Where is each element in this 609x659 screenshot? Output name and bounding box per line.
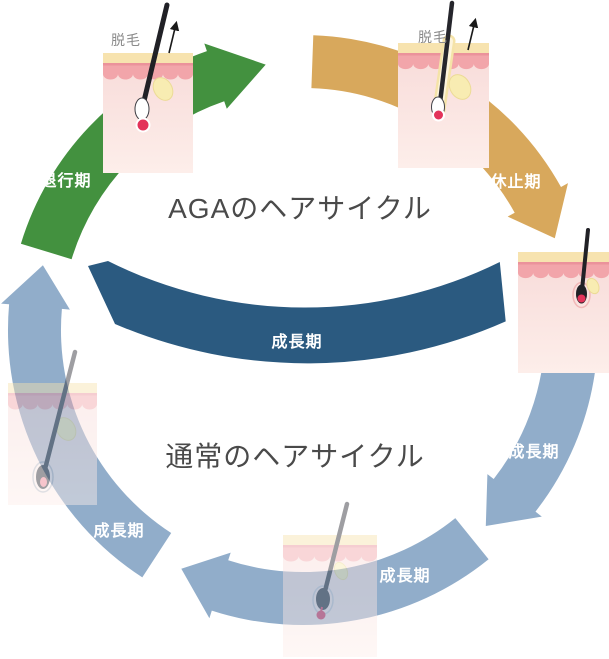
dermal-papilla xyxy=(432,108,445,122)
hair-shaft xyxy=(41,349,78,476)
hair-shaft xyxy=(321,501,350,598)
follicle-outline xyxy=(312,585,334,615)
arc-label-taikouki: 退行期 xyxy=(40,171,91,190)
skin-surface xyxy=(518,252,609,262)
sebaceous-gland xyxy=(55,417,77,441)
epidermis xyxy=(8,393,97,410)
sebaceous-gland xyxy=(152,77,174,101)
sebaceous-gland xyxy=(448,74,472,100)
arc-label-aga-seichouki: 成長期 xyxy=(271,332,322,351)
arc-label-seichouki-left: 成長期 xyxy=(93,521,144,540)
epidermis xyxy=(282,545,377,562)
epidermis-line xyxy=(8,393,97,396)
follicle-outline xyxy=(32,461,54,493)
dermal-papilla xyxy=(135,117,151,133)
hair-bulb xyxy=(316,588,330,610)
skin-illustration-normal-shedding xyxy=(397,0,489,168)
skin-surface xyxy=(103,53,193,63)
dermis xyxy=(518,262,609,373)
hair-shaft xyxy=(141,2,170,104)
dermal-papilla xyxy=(40,477,47,487)
skin-illustration-full-growth-bottom xyxy=(282,501,377,657)
dermal-papilla xyxy=(577,294,586,303)
dermis xyxy=(8,393,97,505)
arc-label-seichouki-bottom: 成長期 xyxy=(379,566,430,585)
skin-surface xyxy=(8,383,97,393)
dermal-papilla xyxy=(316,610,326,620)
shed-arrow-icon xyxy=(168,20,180,54)
sebaceous-gland xyxy=(333,561,349,581)
shed-label-left: 脱毛 xyxy=(111,32,141,48)
skin-illustration-full-growth-left xyxy=(8,349,97,505)
title-normal-cycle: 通常のヘアサイクル xyxy=(165,441,425,472)
epidermis-line xyxy=(518,262,609,265)
skin-illustration-early-growth xyxy=(517,228,609,373)
arc-kyushiki xyxy=(311,35,568,239)
hair-bulb xyxy=(36,465,50,489)
arc-taikouki xyxy=(20,43,266,260)
shed-label-right: 脱毛 xyxy=(418,29,448,45)
dermis xyxy=(283,545,377,657)
papilla-stem xyxy=(320,606,323,613)
hair-shaft xyxy=(437,0,455,106)
epidermis xyxy=(103,63,193,80)
epidermis-line xyxy=(283,545,377,548)
arc-label-seichouki-right: 成長期 xyxy=(508,442,559,461)
arc-aga-seichouki xyxy=(88,261,506,364)
skin-surface xyxy=(283,535,377,545)
sebaceous-gland xyxy=(586,277,600,295)
arc-normal-seichouki-left xyxy=(1,265,172,578)
skin-illustration-aga-shedding xyxy=(103,2,193,173)
hair-shaft xyxy=(580,228,590,292)
epidermis-line xyxy=(103,63,193,66)
arc-normal-seichouki-right xyxy=(485,363,596,526)
shed-arrow-icon xyxy=(467,17,479,51)
club-hair-bulb xyxy=(134,97,150,121)
arc-label-kyushiki: 休止期 xyxy=(489,172,541,191)
title-aga-cycle: AGAのヘアサイクル xyxy=(168,193,432,224)
